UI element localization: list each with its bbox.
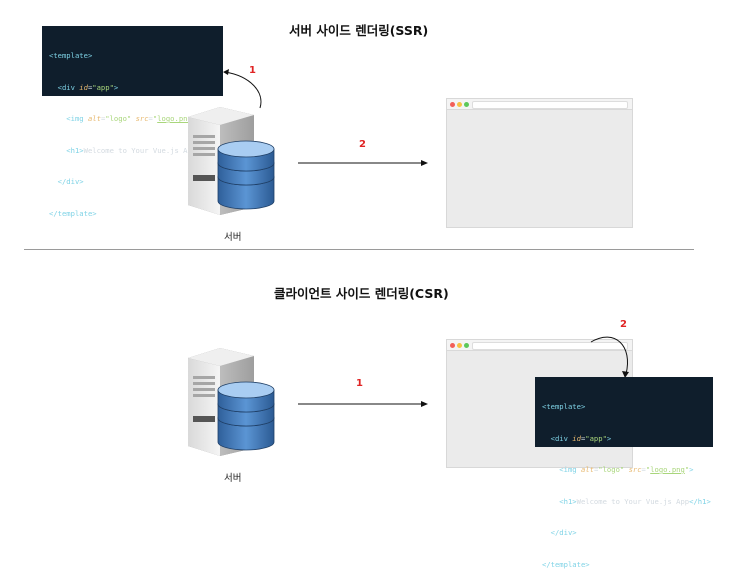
ssr-server-label: 서버 <box>224 232 242 243</box>
ssr-title: 서버 사이드 렌더링(SSR) <box>289 23 429 38</box>
minimize-dot-icon <box>457 343 462 348</box>
ssr-browser-window-icon <box>446 98 633 228</box>
maximize-dot-icon <box>464 343 469 348</box>
ssr-step-1: 1 <box>249 65 256 76</box>
csr-server-label: 서버 <box>224 473 242 484</box>
csr-arrow-server-to-browser <box>298 401 428 407</box>
section-divider <box>24 249 694 250</box>
csr-step-2: 2 <box>620 319 627 330</box>
ssr-server-database-icon <box>180 105 280 217</box>
csr-server-database-icon <box>180 346 280 458</box>
ssr-code-block: <template> <div id="app"> <img alt="logo… <box>42 26 223 218</box>
csr-code-block: <template> <div id="app"> <img alt="logo… <box>535 377 713 569</box>
ssr-arrow-server-to-browser <box>298 160 428 166</box>
close-dot-icon <box>450 343 455 348</box>
csr-title: 클라이언트 사이드 렌더링(CSR) <box>274 286 449 301</box>
ssr-arrow-server-to-code <box>223 69 262 109</box>
csr-arrow-browser-to-code <box>590 336 629 378</box>
minimize-dot-icon <box>457 102 462 107</box>
browser-toolbar <box>447 99 632 110</box>
code-line: <template> <box>49 51 93 60</box>
csr-step-1: 1 <box>356 378 363 389</box>
maximize-dot-icon <box>464 102 469 107</box>
address-bar <box>472 342 628 350</box>
close-dot-icon <box>450 102 455 107</box>
ssr-step-2: 2 <box>359 139 366 150</box>
address-bar <box>472 101 628 109</box>
browser-toolbar <box>447 340 632 351</box>
